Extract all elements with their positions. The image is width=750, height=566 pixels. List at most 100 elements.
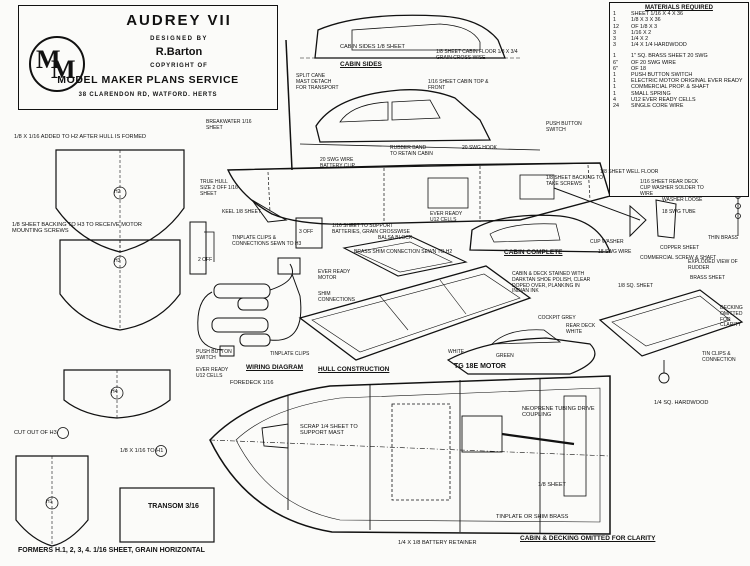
- battery-tray: [342, 235, 468, 277]
- label-ever-ready-u12: EVER READY U12 CELLS: [196, 367, 229, 379]
- label-hull-construction: HULL CONSTRUCTION: [318, 366, 390, 373]
- label-sq-sheet: 1/8 SQ. SHEET: [618, 283, 654, 289]
- label-sheet-backing-screws: 1/8 SHEET BACKING TO TAKE SCREWS: [546, 175, 603, 187]
- label-tg-motor: TG 18E MOTOR: [454, 363, 506, 370]
- label-tinplate-clips: TINPLATE CLIPS: [270, 351, 310, 357]
- profile-battery: [427, 177, 469, 209]
- label-white: WHITE: [448, 349, 465, 355]
- label-added-h2: 1/8 X 1/16 ADDED TO H2 AFTER HULL IS FOR…: [14, 134, 147, 140]
- label-scrap-sheet: SCRAP 1/4 SHEET TO SUPPORT MAST: [300, 424, 358, 437]
- label-sheet-backing-h3: 1/8 SHEET BACKING TO H3 TO RECEIVE MOTOR…: [12, 222, 142, 235]
- label-cabin-deck-stained: CABIN & DECK STAINED WITH DARKTAN SHOE P…: [512, 271, 591, 295]
- label-exploded-view: EXPLODED VIEW OF RUDDER: [688, 259, 738, 271]
- material-row: 6"OF 18: [613, 65, 646, 72]
- mast: [285, 39, 293, 171]
- logo-letter-2: M: [51, 55, 76, 84]
- label-washer-loose: WASHER LOOSE: [662, 197, 703, 203]
- label-transom: TRANSOM 3/16: [148, 503, 199, 510]
- deck-line: [299, 143, 541, 151]
- label-green: GREEN: [496, 353, 514, 359]
- cabin-side-window: [351, 23, 481, 51]
- finished-boat-cabin: [491, 329, 562, 345]
- label-cabin-sides-heading: CABIN SIDES: [340, 61, 382, 68]
- plan-hardwood: [563, 395, 587, 497]
- label-cabin-sides-sheet: CABIN SIDES 1/8 SHEET: [340, 44, 405, 50]
- cabin-windows: [339, 99, 441, 123]
- cabin-side-outline: [314, 14, 506, 59]
- label-sq-hardwood: 1/4 SQ. HARDWOOD: [654, 400, 709, 406]
- label-wiring-diagram: WIRING DIAGRAM: [246, 364, 304, 371]
- label-thin-brass: THIN BRASS: [708, 235, 739, 241]
- rudder-exploded-inner: [611, 295, 731, 347]
- label-shim-connections: SHIM CONNECTIONS: [318, 291, 355, 303]
- label-tinplate-shim: TINPLATE OR SHIM BRASS: [496, 514, 569, 520]
- label-sheet-support-batteries: 1/16 SHEET TO SUPPORT BATTERIES, GRAIN C…: [332, 223, 410, 235]
- label-copper-sheet: COPPER SHEET: [660, 245, 700, 251]
- hull-profile: [226, 162, 611, 225]
- sheer-line: [227, 162, 601, 171]
- materials-heading: MATERIALS REQUIRED: [645, 5, 713, 11]
- cabin-complete: [469, 214, 611, 253]
- label-cockpit-grey: COCKPIT GREY: [538, 315, 576, 321]
- label-h1-strip: 1/8 X 1/16 TO H1: [120, 448, 164, 454]
- former-h1: [267, 171, 271, 213]
- tinplate-clip-c: [295, 217, 323, 249]
- transom-plate: [119, 487, 215, 543]
- label-tin-clips: TIN CLIPS & CONNECTION: [702, 351, 736, 363]
- label-true-hull-size: TRUE HULL SIZE 2 OFF 1/16 SHEET: [200, 179, 238, 197]
- designer-name: R.Barton: [155, 46, 203, 58]
- label-swg-tube: 18 SWG TUBE: [662, 209, 696, 215]
- label-neoprene: NEOPRENE TUBING DRIVE COUPLING: [522, 406, 595, 419]
- cabin-complete-windows: [489, 223, 561, 243]
- former-h1-shape: [15, 455, 89, 547]
- finished-boat: [446, 337, 596, 375]
- former-h4-label: H4: [111, 389, 118, 395]
- former-h2-mark: [113, 186, 127, 200]
- label-rear-deck: 1/16 SHEET REAR DECK CUP WASHER SOLDER T…: [640, 179, 704, 197]
- h3-ring-cutout: [57, 427, 69, 439]
- label-battery-retainer: 1/4 X 1/8 BATTERY RETAINER: [398, 540, 477, 546]
- hull-plan-deck-inner: [235, 387, 601, 523]
- material-row: 6"OF 20 SWG WIRE: [613, 59, 676, 66]
- copyright-label: COPYRIGHT OF: [150, 63, 208, 69]
- hull-3d-deck: [311, 273, 521, 353]
- company-name: MODEL MAKER PLANS SERVICE: [57, 74, 239, 86]
- label-tinplate-clips-h3: TINPLATE CLIPS & CONNECTIONS SEWN TO H3: [232, 235, 302, 247]
- tinplate-clip-a: [189, 221, 207, 275]
- label-swg-hook: 20 SWG HOOK: [462, 145, 498, 151]
- label-rubber-band: RUBBER BAND TO RETAIN CABIN: [390, 145, 433, 157]
- hull-plan-outline: [209, 375, 611, 535]
- label-cup-washer: CUP WASHER: [590, 239, 624, 245]
- propeller: [629, 204, 647, 238]
- wiring-diagram: [197, 257, 302, 357]
- label-decking-omitted: DECKING OMITTED FOR CLARITY: [720, 305, 743, 329]
- label-sheet-well-floor: 1/8 SHEET WELL FLOOR: [600, 169, 659, 175]
- former-h3-mark: [113, 255, 127, 269]
- label-sheet: 1/8 SHEET: [538, 482, 566, 488]
- title-block: M M AUDREY VII DESIGNED BY R.Barton COPY…: [18, 5, 278, 110]
- label-three-off: 3 OFF: [299, 229, 314, 235]
- label-two-off: 2 OFF: [198, 257, 213, 263]
- profile-motor: [519, 174, 555, 200]
- plan-motor: [461, 415, 503, 453]
- hull-plan-centre: [209, 439, 611, 457]
- label-breakwater: BREAKWATER 1/16 SHEET: [206, 119, 252, 131]
- rudder-exploded: [598, 289, 744, 357]
- tinplate-clip-b: [204, 231, 215, 262]
- label-prop-shaft: COMMERCIAL SCREW & SHAFT: [640, 255, 717, 261]
- model-name: AUDREY VII: [126, 12, 232, 29]
- label-ever-ready-cells: EVER READY U12 CELLS: [430, 211, 463, 223]
- plan-mast-support: [261, 423, 289, 449]
- logo-letter-1: M: [36, 45, 61, 74]
- label-cabin-top: 1/16 SHEET CABIN TOP & FRONT: [428, 79, 489, 91]
